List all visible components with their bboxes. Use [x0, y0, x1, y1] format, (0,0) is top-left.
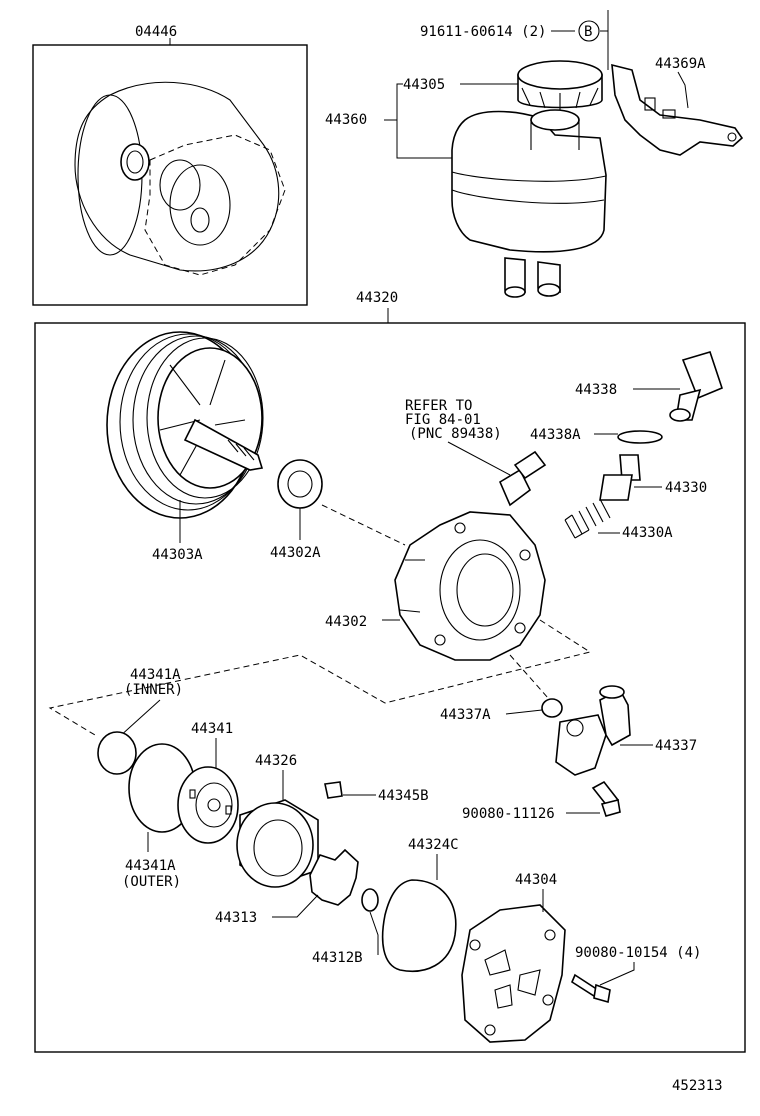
oil-seal-44302a: [277, 459, 323, 509]
union-44337: [555, 685, 631, 776]
label-90080-10154[interactable]: 90080-10154 (4): [575, 945, 701, 961]
label-44302[interactable]: 44302: [325, 614, 367, 630]
o-ring-44341a-inner: [97, 731, 137, 775]
label-44330a[interactable]: 44330A: [622, 525, 673, 541]
circle-b-marker: [578, 20, 600, 42]
label-44369a[interactable]: 44369A: [655, 56, 706, 72]
reservoir-tank: [451, 109, 607, 253]
label-44337[interactable]: 44337: [655, 738, 697, 754]
label-44338a[interactable]: 44338A: [530, 427, 581, 443]
diagram-code: 452313: [672, 1078, 723, 1094]
label-04446[interactable]: 04446: [135, 24, 177, 40]
label-44324c[interactable]: 44324C: [408, 837, 459, 853]
o-ring-44337a: [541, 698, 563, 718]
pulley-shaft: [106, 331, 264, 519]
label-44360[interactable]: 44360: [325, 112, 367, 128]
reservoir-cap: [517, 60, 603, 110]
label-44303a[interactable]: 44303A: [152, 547, 203, 563]
side-plate-44341: [177, 766, 239, 844]
label-44330[interactable]: 44330: [665, 480, 707, 496]
label-44345b[interactable]: 44345B: [378, 788, 429, 804]
label-44313[interactable]: 44313: [215, 910, 257, 926]
label-44304[interactable]: 44304: [515, 872, 557, 888]
label-44302a[interactable]: 44302A: [270, 545, 321, 561]
refer-line-3[interactable]: (PNC 89438): [409, 426, 502, 442]
inset-frame: [32, 44, 308, 306]
pressure-switch: [498, 450, 547, 507]
label-44326[interactable]: 44326: [255, 753, 297, 769]
snap-ring-44312b: [361, 888, 379, 912]
flow-valve-44330: [599, 454, 641, 501]
bolt-90080-11126: [591, 780, 621, 817]
label-44341a-outer-sub[interactable]: (OUTER): [122, 874, 181, 890]
label-44312b[interactable]: 44312B: [312, 950, 363, 966]
pump-housing-44302: [394, 511, 546, 661]
label-44341a-inner-sub[interactable]: (INNER): [124, 682, 183, 698]
label-44341[interactable]: 44341: [191, 721, 233, 737]
gasket-44324c: [381, 879, 457, 972]
refer-line-1[interactable]: REFER TO: [405, 398, 472, 414]
label-44337a[interactable]: 44337A: [440, 707, 491, 723]
cam-ring-44326: [236, 799, 319, 888]
label-44320[interactable]: 44320: [356, 290, 398, 306]
pin-44345b: [324, 781, 343, 799]
reservoir-group: 91611-60614 (2) B 44305 44360: [325, 10, 744, 298]
label-44305[interactable]: 44305: [403, 77, 445, 93]
label-44341a-outer[interactable]: 44341A: [125, 858, 176, 874]
label-90080-11126[interactable]: 90080-11126: [462, 806, 555, 822]
inset-kit-box: 04446: [32, 24, 308, 306]
circle-b-label: B: [584, 24, 592, 40]
reservoir-outlet: [504, 257, 561, 298]
inset-pump-sketch: [74, 81, 286, 276]
o-ring-44338a: [617, 430, 663, 444]
label-44338[interactable]: 44338: [575, 382, 617, 398]
rear-housing-44304: [461, 904, 566, 1043]
connector-44338: [669, 351, 723, 422]
bolt-90080-10154: [570, 973, 611, 1004]
label-91611-60614[interactable]: 91611-60614 (2): [420, 24, 546, 40]
assembly-frame: [34, 322, 746, 1053]
rotor-44313: [309, 848, 359, 906]
refer-line-2[interactable]: FIG 84-01: [405, 412, 481, 428]
label-44341a-inner[interactable]: 44341A: [130, 667, 181, 683]
inset-oil-seal: [120, 143, 150, 181]
reservoir-bracket: [611, 63, 744, 156]
spring-44330a: [564, 498, 611, 539]
